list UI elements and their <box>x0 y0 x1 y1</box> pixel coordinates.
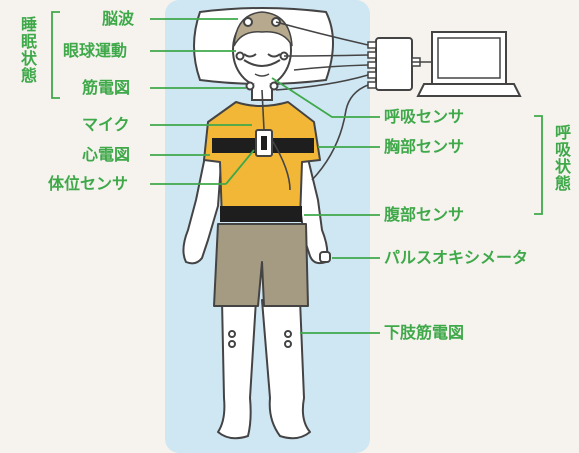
respiratory-state-bracket <box>534 115 543 215</box>
position-sensor-display <box>261 136 267 150</box>
label-leg-emg: 下肢筋電図 <box>384 323 465 342</box>
eye <box>243 53 257 58</box>
label-ecg: 心電図 <box>82 145 131 164</box>
amplifier-box <box>375 37 413 91</box>
sensor-cables <box>261 21 432 191</box>
oximeter-clip <box>319 251 331 263</box>
leader-lines <box>150 18 380 334</box>
label-jaw-emg: 筋電図 <box>82 78 131 97</box>
group-respiratory-state: 呼吸状態 <box>552 124 571 192</box>
label-pulse-oximeter: パルスオキシメータ <box>384 248 529 267</box>
laptop-icon <box>416 31 522 97</box>
sleep-state-bracket <box>51 11 60 99</box>
label-brain-waves: 脳波 <box>102 9 135 28</box>
group-sleep-state: 睡眠状態 <box>18 16 37 84</box>
mouth <box>254 73 270 77</box>
legs <box>217 299 311 440</box>
label-chest-sensor: 胸部センサ <box>384 137 465 156</box>
label-abdomen-sensor: 腹部センサ <box>384 205 465 224</box>
label-position-sensor: 体位センサ <box>48 174 129 193</box>
label-respiration-sensor: 呼吸センサ <box>384 107 465 126</box>
label-microphone: マイク <box>82 115 130 134</box>
shirt <box>203 101 321 221</box>
nasal-cannula <box>243 59 281 67</box>
shorts <box>213 223 309 307</box>
label-eye-movement: 眼球運動 <box>63 41 128 60</box>
eye <box>267 53 281 58</box>
abdomen-belt <box>220 206 302 222</box>
scalp-electrodes <box>235 17 289 91</box>
